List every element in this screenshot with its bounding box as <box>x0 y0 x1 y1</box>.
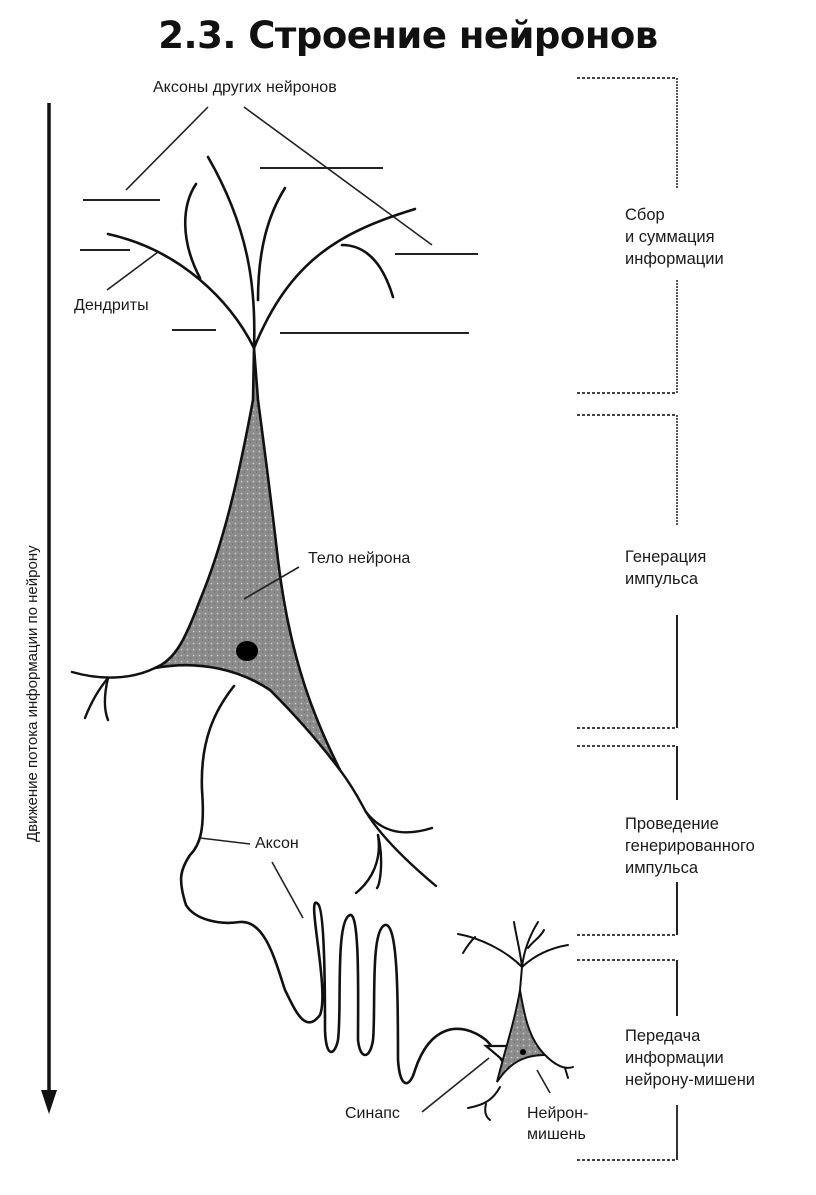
label-target-neuron-line1: Нейрон- <box>527 1105 589 1122</box>
stage-3-label: Проведение генерированного импульса <box>625 813 755 879</box>
label-axon: Аксон <box>255 835 299 852</box>
flow-axis-label: Движение потока информации по нейрону <box>24 545 41 842</box>
stage-line: нейрону-мишени <box>625 1071 756 1089</box>
synapse-leader <box>421 1057 490 1113</box>
bracket-stage-2 <box>577 414 678 729</box>
dendrites-leader <box>106 251 159 291</box>
target-neuron-leader <box>536 1069 551 1094</box>
stage-line: информации <box>625 1049 724 1067</box>
bracket-stage-1 <box>577 77 678 394</box>
axon <box>179 684 505 1085</box>
dendrites <box>106 155 417 350</box>
stage-4-label: Передача информации нейрону-мишени <box>625 1025 755 1091</box>
stage-line: импульса <box>625 570 699 588</box>
stage-1-label: Сбор и суммация информации <box>625 204 724 270</box>
stage-line: и суммация <box>625 228 715 246</box>
stage-2-label: Генерация импульса <box>625 546 706 590</box>
cell-body-leader <box>243 566 300 600</box>
target-neuron <box>457 921 574 1121</box>
stage-line: генерированного <box>625 837 755 855</box>
stage-line: информации <box>625 250 724 268</box>
other-axons-leaders <box>125 106 433 246</box>
stage-brackets <box>577 77 678 1161</box>
stage-line: Генерация <box>625 548 707 566</box>
stage-line: Проведение <box>625 815 719 833</box>
arrow-head-icon <box>41 1090 57 1114</box>
label-target-neuron-line2: мишень <box>527 1126 586 1143</box>
basal-dendrites <box>70 666 157 722</box>
label-dendrites: Дендриты <box>74 297 149 314</box>
flow-arrow <box>41 103 57 1114</box>
page-title: 2.3. Строение нейронов <box>158 14 658 57</box>
other-axons <box>80 167 478 334</box>
lower-dendrites <box>338 768 438 895</box>
stage-line: импульса <box>625 859 699 877</box>
nucleus <box>236 641 258 661</box>
bracket-stage-3 <box>577 745 678 936</box>
target-nucleus <box>520 1049 526 1055</box>
bracket-stage-4 <box>577 959 678 1161</box>
neuron-body <box>154 347 342 771</box>
label-cell-body: Тело нейрона <box>308 550 411 567</box>
stage-line: Передача <box>625 1027 701 1045</box>
label-synapse: Синапс <box>345 1105 400 1122</box>
label-other-axons: Аксоны других нейронов <box>153 79 337 96</box>
axon-leaders <box>199 837 304 919</box>
stage-line: Сбор <box>625 206 665 224</box>
